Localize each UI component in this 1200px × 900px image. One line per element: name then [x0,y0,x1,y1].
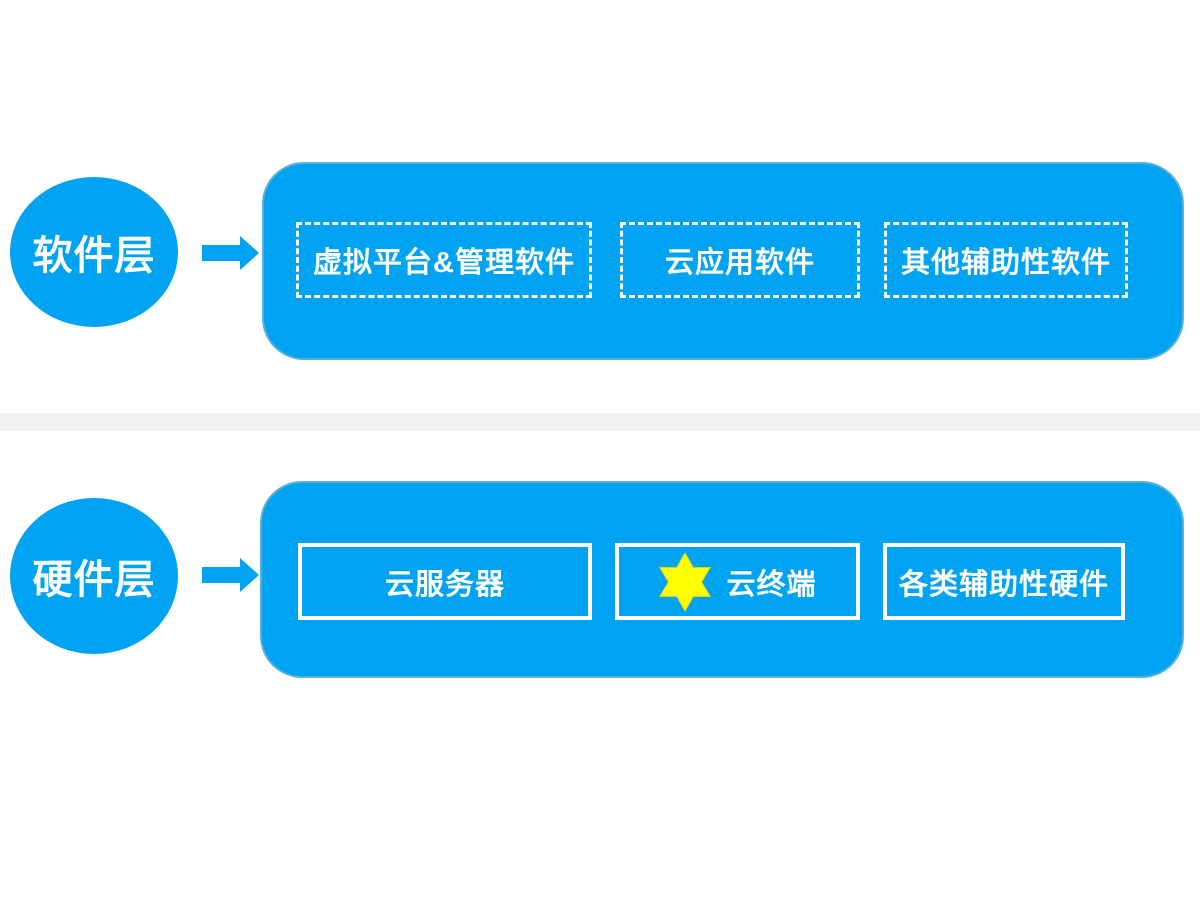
hardware-arrow-icon [202,558,259,592]
hardware-layer-panel [260,481,1184,678]
star-icon [659,552,712,611]
software-layer-label: 软件层 [32,234,156,278]
software-box-label: 其他辅助性软件 [900,247,1111,279]
software-box-other-aux-software: 其他辅助性软件 [884,222,1128,298]
hardware-box-cloud-server: 云服务器 [298,543,592,620]
hardware-box-label: 云服务器 [384,568,505,601]
software-layer-panel [262,162,1184,360]
hardware-box-other-aux-hardware: 各类辅助性硬件 [883,543,1125,620]
software-box-virtual-platform: 虚拟平台&管理软件 [296,222,592,298]
hardware-box-label: 各类辅助性硬件 [898,568,1109,601]
hardware-layer-circle: 硬件层 [10,498,178,654]
hardware-box-cloud-terminal: 云终端 [615,543,860,620]
software-box-label: 云应用软件 [664,247,815,279]
software-arrow-icon [202,236,259,270]
hardware-box-label: 云终端 [726,568,817,601]
software-layer-circle: 软件层 [10,177,178,327]
software-box-label: 虚拟平台&管理软件 [313,247,575,279]
hardware-layer-label: 硬件层 [32,558,156,602]
software-box-cloud-apps: 云应用软件 [620,222,860,298]
section-divider [0,413,1200,431]
